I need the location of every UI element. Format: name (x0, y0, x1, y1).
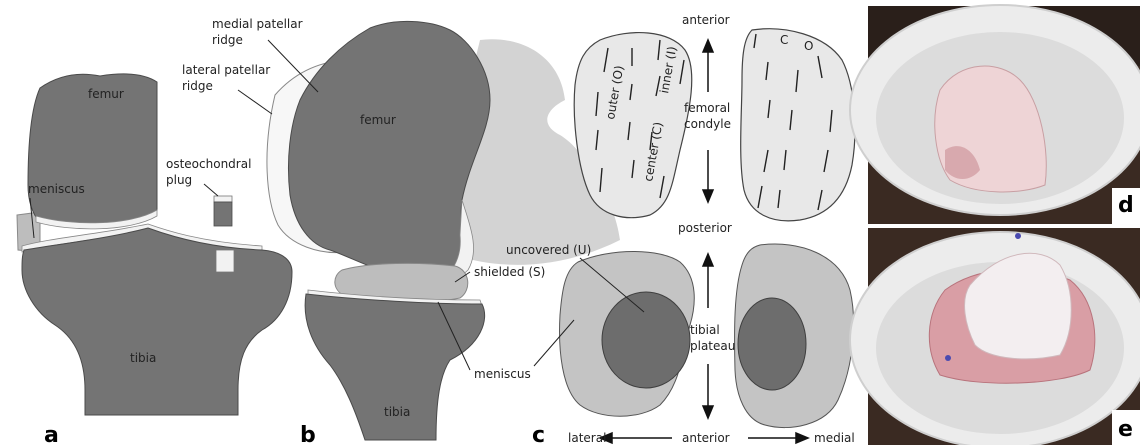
panel-d-letter: d (1118, 193, 1134, 218)
panel-c-tibial-label-1: tibial (690, 323, 720, 337)
panel-b: medial patellar ridge lateral patellar r… (182, 17, 620, 445)
panel-c-medial-plateau-center (738, 298, 806, 390)
panel-a-plug-leader (204, 184, 218, 196)
panel-c-tibial-label-2: plateau (690, 339, 735, 353)
panel-c-o-mark: O (804, 39, 813, 53)
panel-b-letter: b (300, 423, 316, 445)
panel-a-letter: a (44, 423, 59, 445)
panel-c-c-mark: C (780, 33, 788, 47)
panel-a-tibia-shape (22, 228, 292, 415)
panel-a-plug-body (214, 202, 232, 226)
panel-a-femur-label: femur (88, 87, 124, 101)
panel-c-lateral-plateau-center (602, 292, 690, 388)
panel-b-femur-shape (288, 21, 490, 280)
panel-c-femoral-label-1: femoral (684, 101, 730, 115)
panel-a: femur meniscus tibia osteochondral plug … (17, 74, 292, 445)
panel-c-lateral-label: lateral (568, 431, 606, 445)
panel-c-uncovered-label: uncovered (U) (506, 243, 591, 257)
panel-e-letter: e (1118, 417, 1133, 442)
panel-b-medial-ridge-label-1: medial patellar (212, 17, 303, 31)
panel-a-plug-label-1: osteochondral (166, 157, 251, 171)
panel-c-anterior-bottom: anterior (682, 431, 730, 445)
panel-c-anterior-top: anterior (682, 13, 730, 27)
panel-c-medial-condyle (741, 29, 855, 221)
panel-a-plug-cap (214, 196, 232, 202)
panel-b-lateral-leader (238, 90, 272, 114)
panel-b-lateral-ridge-label-1: lateral patellar (182, 63, 270, 77)
panel-b-medial-ridge-label-2: ridge (212, 33, 243, 47)
panel-a-plug-hole (216, 250, 234, 272)
panel-b-lateral-ridge-label-2: ridge (182, 79, 213, 93)
panel-a-tibia-label: tibia (130, 351, 156, 365)
panel-c-femoral-label-2: condyle (684, 117, 731, 131)
panel-e-photo: e (850, 228, 1140, 445)
panel-b-shielded-label: shielded (S) (474, 265, 545, 279)
panel-b-meniscus-label: meniscus (474, 367, 531, 381)
panel-c-letter: c (532, 423, 545, 445)
panel-a-plug-label-2: plug (166, 173, 192, 187)
panel-c-medial-label: medial (814, 431, 855, 445)
panel-a-meniscus-label: meniscus (28, 182, 85, 196)
panel-d-photo: d (850, 5, 1140, 224)
panel-b-femur-label: femur (360, 113, 396, 127)
panel-c-posterior: posterior (678, 221, 732, 235)
panel-b-tibia-label: tibia (384, 405, 410, 419)
